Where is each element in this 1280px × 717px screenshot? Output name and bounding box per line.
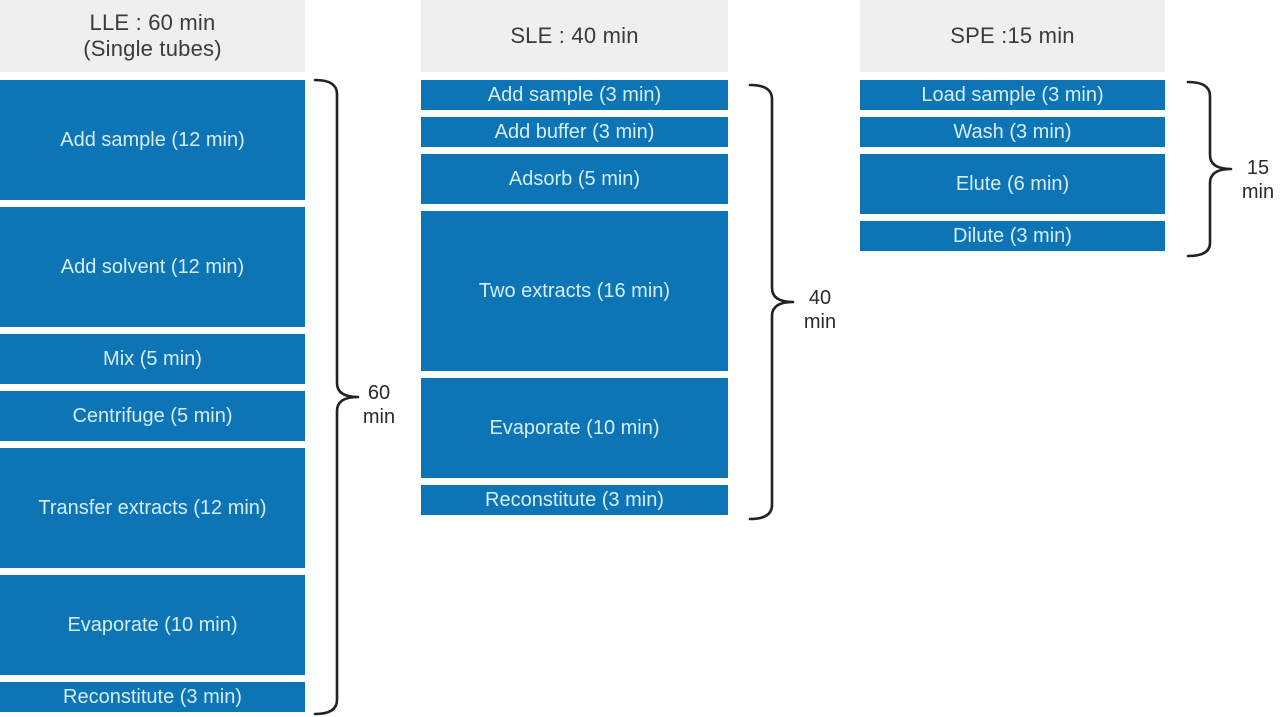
step-spe-load-sample: Load sample (3 min): [860, 80, 1165, 110]
step-lle-mix: Mix (5 min): [0, 334, 305, 384]
step-spe-wash: Wash (3 min): [860, 117, 1165, 147]
step-spe-elute: Elute (6 min): [860, 154, 1165, 214]
total-label-spe: 15 min: [1227, 156, 1280, 204]
column-lle-header: LLE : 60 min (Single tubes): [0, 0, 305, 72]
step-spe-dilute: Dilute (3 min): [860, 221, 1165, 251]
column-spe: SPE :15 min Load sample (3 min) Wash (3 …: [860, 0, 1165, 717]
column-sle-header: SLE : 40 min: [421, 0, 728, 72]
total-label-sle: 40 min: [789, 286, 851, 334]
step-sle-add-buffer: Add buffer (3 min): [421, 117, 728, 147]
total-value-sle: 40: [808, 287, 832, 309]
step-lle-reconstitute: Reconstitute (3 min): [0, 682, 305, 712]
step-lle-add-sample: Add sample (12 min): [0, 80, 305, 200]
step-sle-adsorb: Adsorb (5 min): [421, 154, 728, 204]
step-lle-centrifuge: Centrifuge (5 min): [0, 391, 305, 441]
total-value-spe: 15: [1246, 157, 1270, 179]
total-value-lle: 60: [367, 382, 391, 404]
step-sle-add-sample: Add sample (3 min): [421, 80, 728, 110]
total-unit-sle: min: [803, 311, 837, 333]
total-unit-lle: min: [362, 406, 396, 428]
step-lle-add-solvent: Add solvent (12 min): [0, 207, 305, 327]
brace-spe-total: [1186, 80, 1233, 258]
step-lle-evaporate: Evaporate (10 min): [0, 575, 305, 675]
column-spe-title: SPE :15 min: [950, 23, 1075, 48]
column-spe-header: SPE :15 min: [860, 0, 1165, 72]
column-lle: LLE : 60 min (Single tubes) Add sample (…: [0, 0, 305, 717]
step-sle-two-extracts: Two extracts (16 min): [421, 211, 728, 371]
step-lle-transfer-extracts: Transfer extracts (12 min): [0, 448, 305, 568]
column-sle-title: SLE : 40 min: [510, 23, 639, 48]
total-unit-spe: min: [1241, 181, 1275, 203]
brace-lle-total: [313, 78, 360, 716]
column-lle-title: LLE : 60 min: [89, 10, 216, 35]
step-sle-evaporate: Evaporate (10 min): [421, 378, 728, 478]
step-sle-reconstitute: Reconstitute (3 min): [421, 485, 728, 515]
column-sle: SLE : 40 min Add sample (3 min) Add buff…: [421, 0, 728, 717]
column-lle-subtitle: (Single tubes): [83, 36, 222, 61]
brace-sle-total: [748, 83, 795, 521]
total-label-lle: 60 min: [348, 381, 410, 429]
